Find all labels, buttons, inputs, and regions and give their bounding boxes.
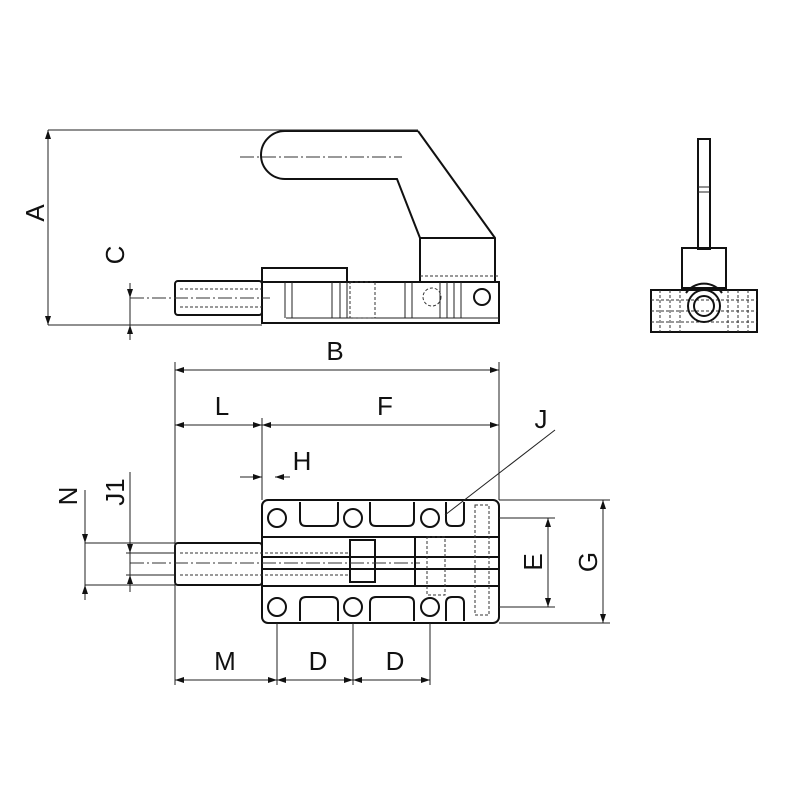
slot (299, 596, 339, 621)
slot (369, 596, 415, 621)
dim-label-d2: D (386, 646, 405, 676)
raised-block (261, 267, 348, 283)
plunger-end (687, 289, 721, 323)
slot (369, 502, 415, 527)
dim-label-e: E (518, 553, 548, 570)
dim-label-f: F (377, 391, 393, 421)
mounting-holes (267, 508, 440, 617)
dim-label-b: B (326, 336, 343, 366)
top-view (130, 499, 500, 624)
arc (685, 282, 723, 294)
collar (349, 539, 376, 583)
slot (445, 596, 465, 621)
dim-label-m: M (214, 646, 236, 676)
dim-label-a: A (20, 204, 50, 222)
plunger-inner (693, 295, 715, 317)
dim-label-d1: D (309, 646, 328, 676)
dimension-arrows (45, 130, 606, 683)
slot (299, 502, 339, 527)
pivot-hole (473, 288, 491, 306)
guide-block (414, 536, 500, 587)
dim-label-n: N (53, 487, 83, 506)
handle-block-end (681, 247, 727, 289)
hidden-part (349, 281, 376, 319)
base-details (284, 282, 499, 319)
dim-label-h: H (293, 446, 312, 476)
dim-label-j1: J1 (100, 478, 130, 505)
base-bar (261, 281, 500, 324)
slot (445, 502, 465, 527)
dimension-lines (47, 129, 610, 685)
dim-label-c: C (100, 246, 130, 265)
hidden-hole (422, 287, 442, 307)
plunger-top (174, 542, 263, 586)
dim-label-g: G (573, 552, 603, 572)
hidden-part (474, 504, 490, 616)
dim-label-j: J (535, 404, 548, 434)
side-view (130, 130, 500, 324)
handle-outline (260, 130, 496, 282)
dim-label-l: L (215, 391, 229, 421)
hidden-part (426, 536, 446, 596)
end-view (650, 138, 758, 333)
handle-end (697, 138, 711, 250)
